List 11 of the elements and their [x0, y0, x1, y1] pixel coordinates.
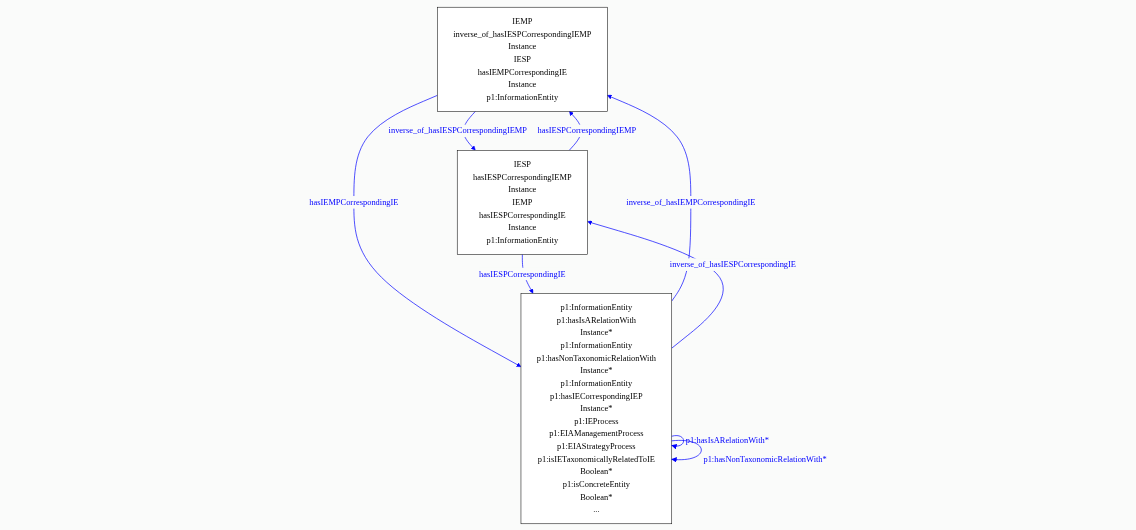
edge-label: inverse_of_hasIEMPCorrespondingIE — [626, 197, 756, 207]
edge-label: hasIESPCorrespondingIE — [479, 268, 566, 278]
node-box: IESP hasIESPCorrespondingIEMP Instance IEMP hasIESPCorrespondingIE Instance p1:InformationEntity — [457, 149, 588, 255]
edge-label: hasIESPCorrespondingIEMP — [537, 125, 637, 135]
edge-label: inverse_of_hasIESPCorrespondingIE — [669, 259, 797, 269]
edge-label: inverse_of_hasIESPCorrespondingIEMP — [388, 125, 528, 135]
edge-label: p1:hasNonTaxonomicRelationWith* — [703, 454, 827, 464]
node-box: p1:InformationEntity p1:hasIsARelationWith Instance* p1:InformationEntity p1:hasNonTaxonomicRelationWith Instance* p1:InformationEntity p1:hasIECorrespondingIEP Instance* p1:IEProcess p1:EIAManagementProcess p1:EIAStrategyProcess p1:isIETaxonomicallyRelatedToIE Boolean* p1:isConcreteEntity Boolean* ... — [520, 292, 673, 524]
edge-label: hasIEMPCorrespondingIE — [309, 197, 399, 207]
edge-label: p1:hasIsARelationWith* — [685, 435, 769, 445]
node-box: IEMP inverse_of_hasIESPCorrespondingIEMP Instance IESP hasIEMPCorrespondingIE Instance p1:InformationEntity — [437, 6, 608, 112]
